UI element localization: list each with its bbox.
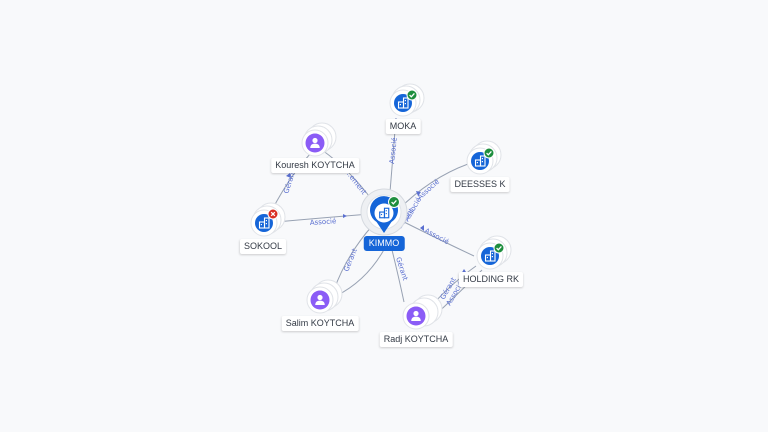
status-badge-circle [483, 147, 495, 159]
node-sokool[interactable] [250, 202, 286, 237]
node-label-kouresh[interactable]: Kouresh KOYTCHA [271, 158, 359, 173]
node-label-sokool[interactable]: SOKOOL [239, 239, 287, 254]
status-badge-circle [493, 242, 505, 254]
node-kouresh[interactable] [301, 122, 337, 157]
node-label-deesses[interactable]: DEESSES K [450, 177, 510, 192]
status-badge-circle [406, 89, 418, 101]
node-label-kimmo[interactable]: KIMMO [363, 236, 405, 251]
status-badge-circle [388, 196, 400, 208]
edge-holding-center [403, 221, 475, 257]
node-holding[interactable] [476, 235, 512, 270]
arrow-kouresh-sokool [286, 173, 291, 178]
building-icon [379, 207, 390, 219]
edge-radj-center [391, 249, 405, 303]
node-kimmo[interactable] [360, 188, 408, 236]
arrow-center-deesses [416, 191, 421, 196]
node-salim[interactable] [306, 279, 343, 314]
edge-label: Gérant [342, 247, 359, 273]
edge-label: Associé [416, 178, 441, 202]
node-moka[interactable] [389, 83, 425, 117]
arrow-holding-center [420, 225, 424, 231]
edge-label: Associé [310, 217, 337, 227]
node-label-salim[interactable]: Salim KOYTCHA [281, 316, 359, 331]
edge-label: Associé [388, 137, 399, 164]
node-radj[interactable] [402, 294, 443, 330]
node-label-holding[interactable]: HOLDING RK [458, 272, 524, 287]
arrow-sokool-center [343, 214, 347, 218]
node-label-moka[interactable]: MOKA [385, 119, 421, 134]
node-deesses[interactable] [466, 140, 502, 175]
edge-label: Associé [423, 227, 450, 246]
node-label-radj[interactable]: Radj KOYTCHA [379, 332, 453, 347]
